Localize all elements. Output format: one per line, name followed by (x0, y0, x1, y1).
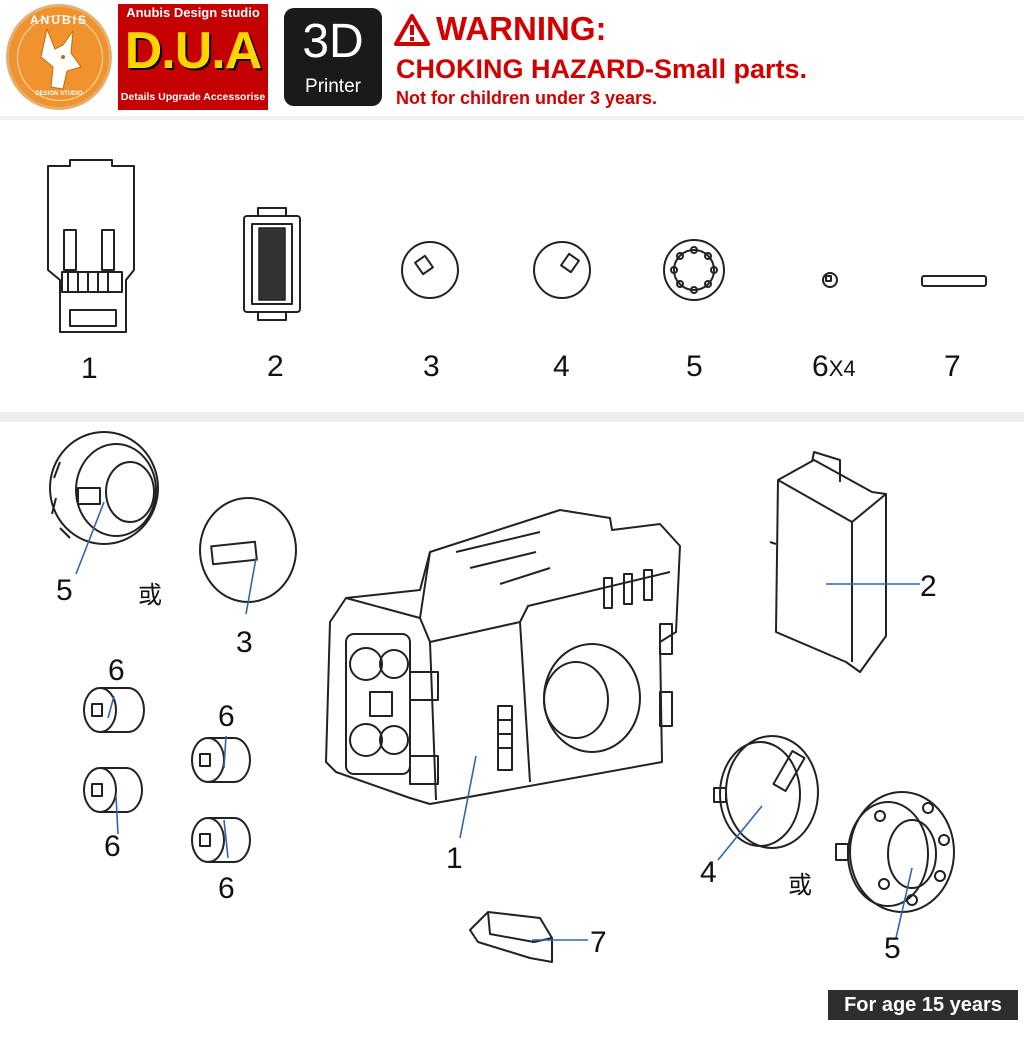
leader-6-d (223, 819, 229, 859)
callout-3: 3 (236, 626, 253, 659)
logo-ring (17, 15, 103, 101)
dua-brand-block: Anubis Design studio D.U.A Details Upgra… (118, 4, 268, 110)
leader-6-b (115, 795, 119, 835)
warning-triangle-icon (394, 14, 430, 46)
assembly-part-6-c (191, 737, 251, 783)
assembly-part-3-disc (199, 497, 297, 603)
part-7-label: 7 (944, 350, 961, 383)
callout-1: 1 (446, 842, 463, 875)
part-3-drawing (401, 241, 459, 299)
logo-subtitle: DESIGN STUDIO (35, 91, 83, 97)
assembly-part-6-a (83, 687, 145, 733)
logo-name: ANUBIS (29, 13, 88, 27)
assembly-drawings (49, 431, 955, 963)
callout-4: 4 (700, 856, 717, 889)
callout-5-bottom: 5 (884, 932, 901, 965)
or-text-right: 或 (788, 872, 812, 899)
anubis-logo: ANUBIS DESIGN STUDIO (6, 4, 112, 110)
part-4-drawing (533, 241, 591, 299)
assembly-part-5-bottom (835, 791, 955, 913)
header-banner: ANUBIS DESIGN STUDIO Anubis Design studi… (0, 0, 1024, 116)
or-text-left: 或 (138, 582, 162, 609)
brand-tagline: Details Upgrade Accessorise (120, 91, 266, 103)
anubis-head-icon (40, 27, 82, 90)
parts-drawings (47, 159, 987, 333)
part-1-drawing (47, 159, 135, 333)
printer-badge-title: 3D (302, 15, 364, 68)
leader-1 (459, 755, 477, 839)
callout-5-top: 5 (56, 574, 73, 607)
assembly-part-6-b (83, 767, 143, 813)
assembly-part-2-panel (769, 451, 887, 673)
warning-line-1: CHOKING HAZARD-Small parts. (396, 54, 808, 84)
brand-name: D.U.A (124, 22, 263, 80)
printer-badge-subtitle: Printer (305, 76, 361, 97)
part-6-number: 6 (812, 350, 829, 383)
studio-name: Anubis Design studio (126, 5, 260, 20)
assembly-part-7-bracket (469, 911, 553, 963)
3d-printer-badge: 3D Printer (284, 8, 382, 106)
warning-line-2: Not for children under 3 years. (396, 88, 658, 108)
part-2-label: 2 (267, 350, 284, 383)
assembly-part-5-top (49, 431, 159, 545)
section-separator (0, 412, 1024, 422)
header-divider (0, 116, 1024, 120)
part-5-drawing (663, 239, 725, 301)
assembly-part-4-disc (713, 735, 819, 849)
assembly-part-1-body (325, 509, 681, 805)
part-1-label: 1 (81, 352, 98, 385)
leader-4 (717, 805, 763, 861)
age-notice: For age 15 years old (828, 990, 1018, 1046)
leader-6-c (223, 735, 227, 769)
part-2-drawing (243, 207, 301, 321)
part-5-label: 5 (686, 350, 703, 383)
part-3-label: 3 (423, 350, 440, 383)
part-6-quantity: X4 (828, 356, 856, 381)
callout-6-a: 6 (108, 654, 125, 687)
callout-6-d: 6 (218, 872, 235, 905)
leader-6-a (107, 695, 115, 719)
part-6-drawing (822, 272, 838, 288)
assembly-diagram: 5 或 3 6 6 6 6 1 2 4 或 5 7 (0, 422, 1024, 1024)
callout-6-c: 6 (218, 700, 235, 733)
callout-2: 2 (920, 570, 937, 603)
leader-5-bottom (895, 867, 913, 939)
part-7-drawing (921, 275, 987, 287)
part-4-label: 4 (553, 350, 570, 383)
part-6-label: 6X4 (812, 352, 856, 384)
callout-7: 7 (590, 926, 607, 959)
warning-title: WARNING: (436, 10, 607, 47)
assembly-part-6-d (191, 817, 251, 863)
parts-list-panel: 1 2 3 4 5 6X4 7 (0, 120, 1024, 412)
leader-5-top (75, 501, 105, 575)
callout-6-b: 6 (104, 830, 121, 863)
leader-3 (245, 557, 257, 615)
